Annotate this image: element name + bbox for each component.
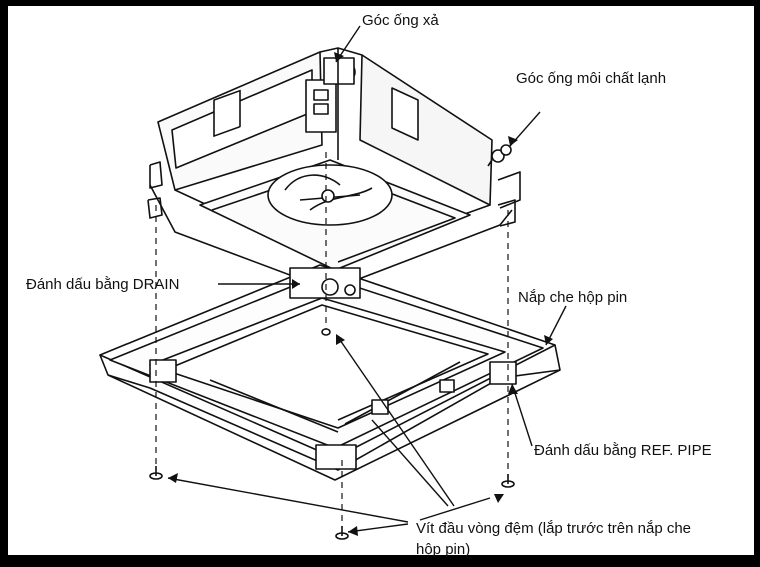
panel-frame — [99, 264, 561, 481]
alignment-lines — [155, 152, 509, 528]
drain-corner-box — [305, 48, 356, 160]
leader-lines — [167, 25, 567, 533]
label-washer-head-screw: Vít đầu vòng đệm (lắp trước trên nắp che… — [416, 520, 692, 558]
refrigerant-pipe-fittings — [487, 144, 512, 167]
washer-screws — [149, 328, 515, 540]
label-drain-pipe-corner: Góc ống xả — [362, 12, 439, 29]
label-ref-pipe-mark: Đánh dấu bằng REF. PIPE — [534, 442, 712, 459]
label-refrigerant-pipe-corner: Góc ống môi chất lạnh — [516, 70, 667, 87]
label-drain-mark: Đánh dấu bằng DRAIN — [26, 276, 180, 293]
arrow-heads — [168, 52, 553, 536]
fan — [267, 164, 393, 226]
label-battery-box-cover: Nắp che hộp pin — [518, 289, 628, 306]
